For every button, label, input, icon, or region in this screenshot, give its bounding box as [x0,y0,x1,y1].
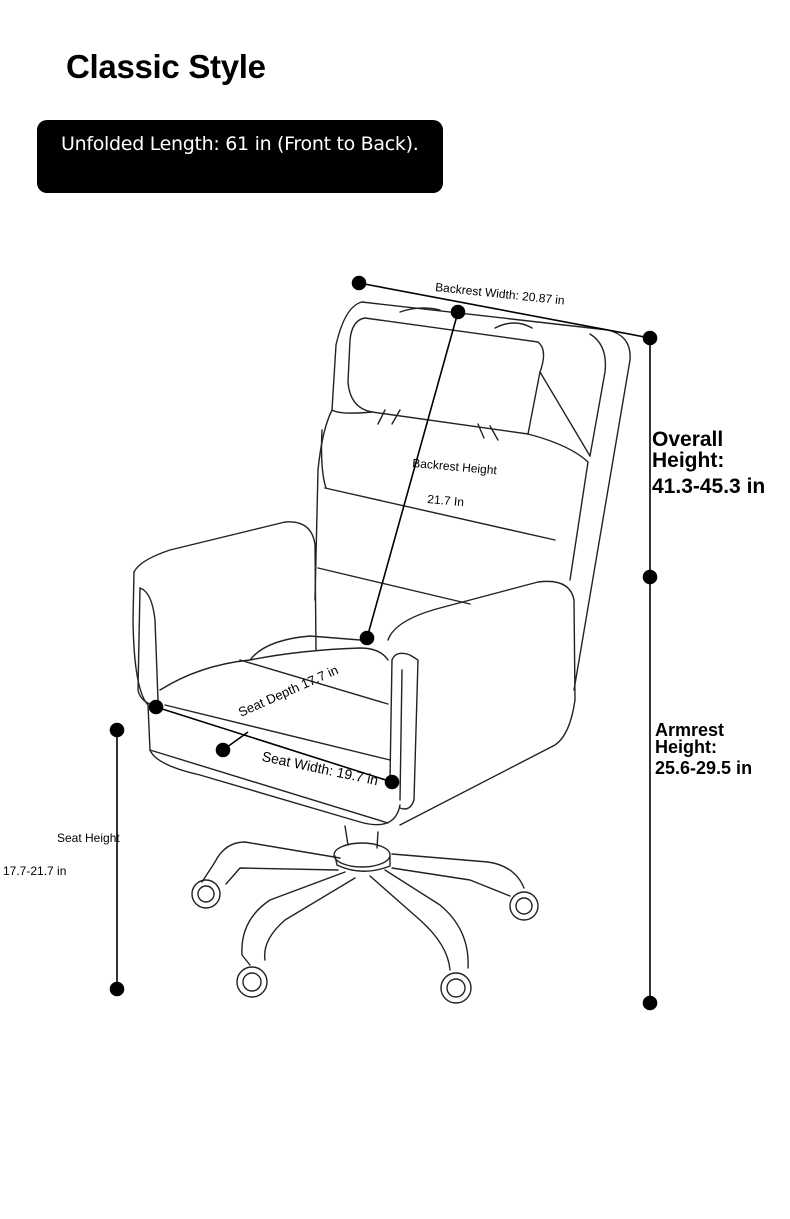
armrest-height-dot [642,569,658,585]
backrest-height-dot-bottom [359,630,375,646]
armrest-height-value: 25.6-29.5 in [655,758,753,778]
measurement-lines [109,275,658,1011]
backrest-width-dot-start [351,275,367,291]
seat-height-dot-bottom [109,981,125,997]
overall-height-value: 41.3-45.3 in [652,475,766,498]
seat-width-line [155,706,393,783]
backrest-height-dot-top [450,304,466,320]
overall-height-label-line2: Height: [652,449,725,472]
chair-outline [132,301,631,1004]
unfolded-length-banner: Unfolded Length: 61 in (Front to Back). [37,120,443,193]
overall-height-dot-bottom [642,995,658,1011]
page-title: Classic Style [66,48,266,85]
unfolded-length-text: Unfolded Length: 61 in (Front to Back). [61,133,419,155]
seat-height-value: 17.7-21.7 in [3,864,67,878]
backrest-width-line [358,282,651,339]
seat-height-dot-top [109,722,125,738]
backrest-height-line [366,311,459,639]
seat-width-dot-start [148,699,164,715]
seat-width-dot-end [384,774,400,790]
armrest-height-label-line2: Height: [655,737,717,757]
seat-height-label: Seat Height [57,831,120,845]
armrest-height-label-line1: Armrest [655,720,725,740]
seat-depth-dot [215,742,231,758]
overall-height-label-line1: Overall [652,428,724,451]
